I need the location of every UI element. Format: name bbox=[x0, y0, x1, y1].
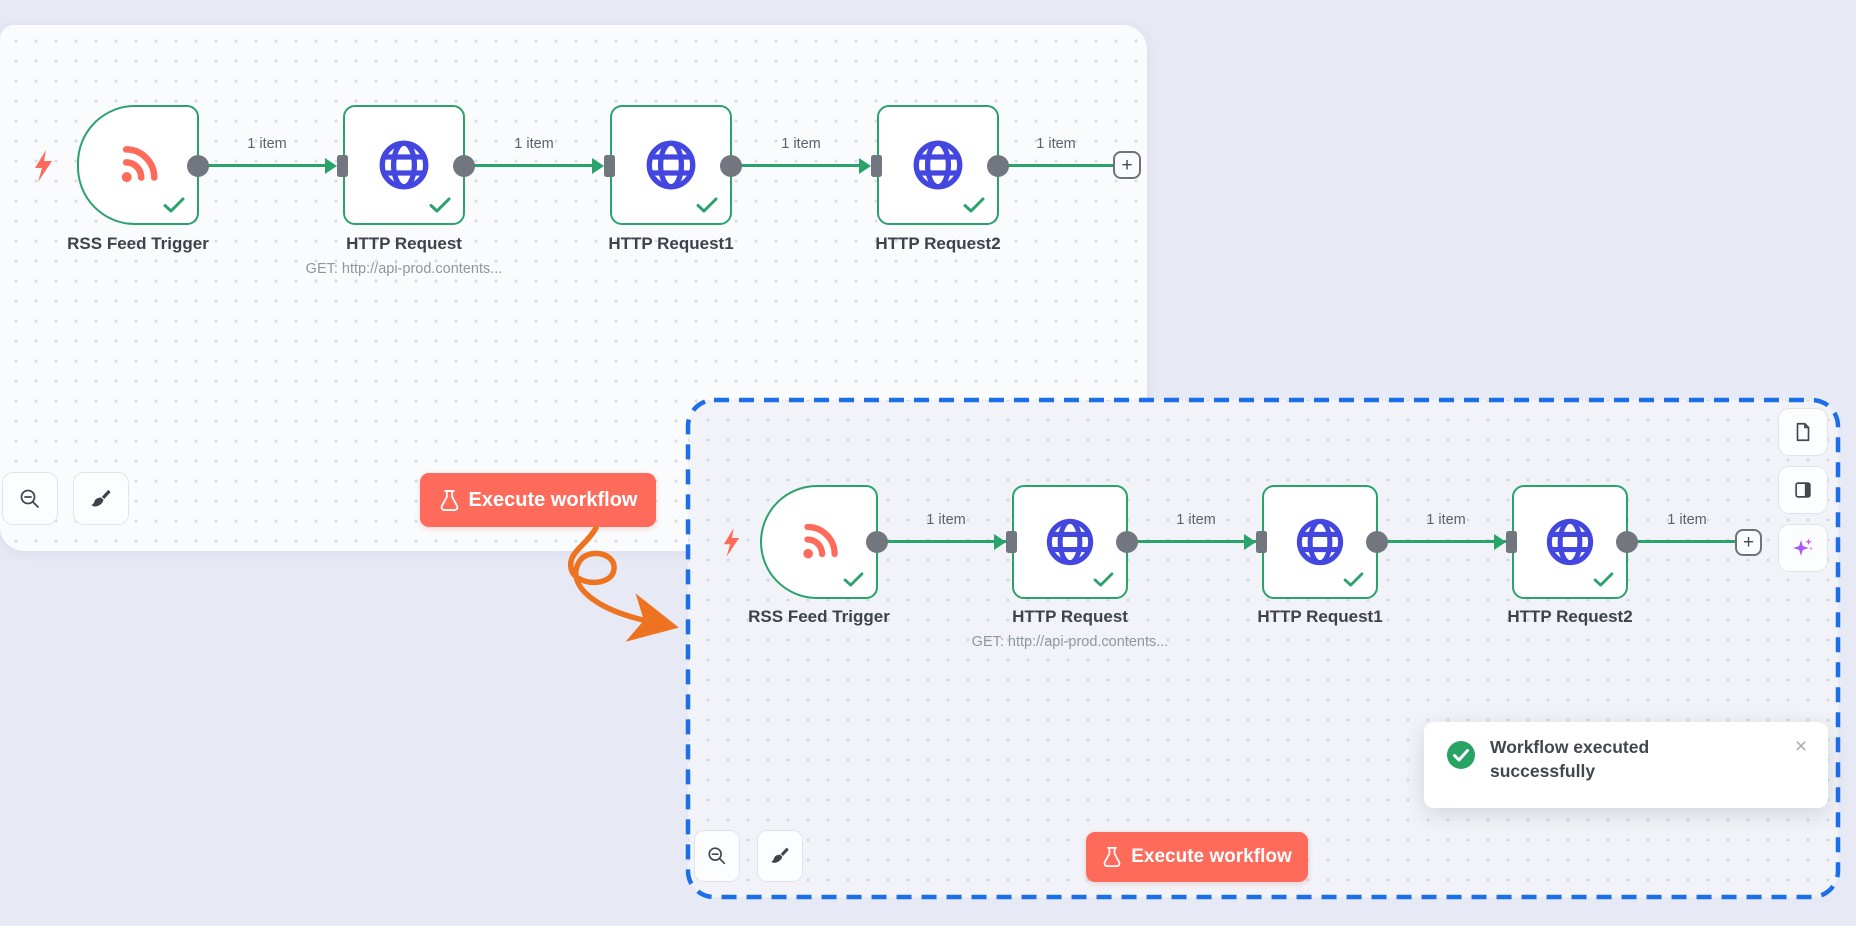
success-check-icon bbox=[163, 197, 185, 213]
node-rss-feed-trigger[interactable] bbox=[77, 105, 199, 225]
zoom-out-button[interactable] bbox=[694, 830, 740, 882]
node-label: HTTP Request2 bbox=[1507, 607, 1633, 626]
item-count-label: 1 item bbox=[1667, 512, 1707, 528]
item-count-label: 1 item bbox=[514, 136, 554, 152]
input-connector bbox=[1006, 531, 1017, 553]
execute-workflow-label: Execute workflow bbox=[1131, 846, 1292, 867]
broom-icon bbox=[91, 489, 111, 507]
broom-icon bbox=[771, 847, 789, 863]
success-check-icon bbox=[429, 197, 451, 213]
globe-icon bbox=[913, 140, 963, 190]
node-label: HTTP Request1 bbox=[608, 234, 734, 253]
node-rss-feed-trigger-2[interactable] bbox=[760, 485, 878, 599]
success-check-icon bbox=[1593, 572, 1614, 587]
output-connector-dot[interactable] bbox=[987, 155, 1009, 177]
success-check-icon bbox=[1447, 741, 1475, 769]
connection-line bbox=[877, 540, 1007, 543]
input-connector bbox=[1256, 531, 1267, 553]
add-node-button[interactable]: + bbox=[1735, 529, 1762, 556]
output-connector-dot[interactable] bbox=[1116, 531, 1138, 553]
node-http-request[interactable] bbox=[343, 105, 465, 225]
flask-icon bbox=[1103, 847, 1121, 867]
success-check-icon bbox=[696, 197, 718, 213]
node-label: HTTP Request bbox=[346, 234, 462, 253]
execute-workflow-button[interactable]: Execute workflow bbox=[420, 473, 656, 527]
node-label: HTTP Request2 bbox=[875, 234, 1001, 253]
connection-line bbox=[1377, 540, 1507, 543]
execute-workflow-button[interactable]: Execute workflow bbox=[1086, 832, 1308, 882]
zoom-out-button[interactable] bbox=[2, 472, 58, 525]
node-subtitle: GET: http://api-prod.contents... bbox=[971, 634, 1169, 650]
tidy-up-button[interactable] bbox=[757, 830, 803, 882]
input-connector bbox=[871, 155, 882, 177]
toast-notification: Workflow executed successfully × bbox=[1424, 722, 1828, 808]
globe-icon bbox=[646, 140, 696, 190]
input-arrow-icon bbox=[1244, 534, 1256, 550]
ai-assistant-button[interactable] bbox=[1778, 524, 1828, 572]
output-connector-dot[interactable] bbox=[187, 155, 209, 177]
sparkles-icon bbox=[1793, 538, 1813, 556]
trigger-bolt-icon bbox=[723, 528, 740, 557]
item-count-label: 1 item bbox=[1176, 512, 1216, 528]
tidy-up-button[interactable] bbox=[73, 472, 129, 525]
output-connector-dot[interactable] bbox=[1616, 531, 1638, 553]
node-label: HTTP Request1 bbox=[1257, 607, 1383, 626]
node-label: RSS Feed Trigger bbox=[748, 607, 890, 626]
connection-line bbox=[1127, 540, 1257, 543]
success-check-icon bbox=[963, 197, 985, 213]
connection-line bbox=[731, 164, 861, 167]
connection-line bbox=[198, 164, 328, 167]
output-connector-dot[interactable] bbox=[720, 155, 742, 177]
side-panel-button[interactable] bbox=[1778, 466, 1828, 514]
globe-icon bbox=[1546, 518, 1594, 566]
node-http-request1-2[interactable] bbox=[1262, 485, 1378, 599]
globe-icon bbox=[1296, 518, 1344, 566]
input-arrow-icon bbox=[1494, 534, 1506, 550]
output-connector-dot[interactable] bbox=[453, 155, 475, 177]
success-check-icon bbox=[1343, 572, 1364, 587]
toast-close-button[interactable]: × bbox=[1788, 734, 1814, 760]
success-check-icon bbox=[843, 572, 864, 587]
input-arrow-icon bbox=[592, 158, 604, 174]
trigger-bolt-icon bbox=[35, 150, 52, 182]
input-connector bbox=[604, 155, 615, 177]
flask-icon bbox=[440, 489, 458, 511]
connection-line bbox=[1627, 540, 1737, 543]
item-count-label: 1 item bbox=[1426, 512, 1466, 528]
input-arrow-icon bbox=[994, 534, 1006, 550]
input-connector bbox=[337, 155, 348, 177]
globe-icon bbox=[379, 140, 429, 190]
success-check-icon bbox=[1093, 572, 1114, 587]
input-arrow-icon bbox=[325, 158, 337, 174]
add-node-button[interactable]: + bbox=[1113, 151, 1141, 179]
connection-line bbox=[998, 164, 1115, 167]
item-count-label: 1 item bbox=[926, 512, 966, 528]
node-http-request-2[interactable] bbox=[1012, 485, 1128, 599]
zoom-out-icon bbox=[20, 489, 39, 508]
file-panel-button[interactable] bbox=[1778, 408, 1828, 456]
node-http-request1[interactable] bbox=[610, 105, 732, 225]
globe-icon bbox=[1046, 518, 1094, 566]
toast-message: Workflow executed successfully bbox=[1490, 737, 1650, 781]
zoom-out-icon bbox=[708, 847, 726, 865]
rss-icon bbox=[121, 146, 158, 183]
node-label: HTTP Request bbox=[1012, 607, 1128, 626]
node-subtitle: GET: http://api-prod.contents... bbox=[305, 261, 503, 277]
split-panel-icon bbox=[1795, 482, 1811, 498]
item-count-label: 1 item bbox=[781, 136, 821, 152]
rss-icon bbox=[803, 523, 838, 559]
node-http-request2[interactable] bbox=[877, 105, 999, 225]
output-connector-dot[interactable] bbox=[1366, 531, 1388, 553]
input-connector bbox=[1506, 531, 1517, 553]
item-count-label: 1 item bbox=[247, 136, 287, 152]
connection-line bbox=[464, 164, 594, 167]
canvas-2-highlighted[interactable] bbox=[688, 400, 1838, 897]
node-http-request2-2[interactable] bbox=[1512, 485, 1628, 599]
input-arrow-icon bbox=[859, 158, 871, 174]
file-icon bbox=[1796, 422, 1810, 442]
output-connector-dot[interactable] bbox=[866, 531, 888, 553]
item-count-label: 1 item bbox=[1036, 136, 1076, 152]
node-label: RSS Feed Trigger bbox=[67, 234, 209, 253]
execute-workflow-label: Execute workflow bbox=[468, 488, 638, 511]
